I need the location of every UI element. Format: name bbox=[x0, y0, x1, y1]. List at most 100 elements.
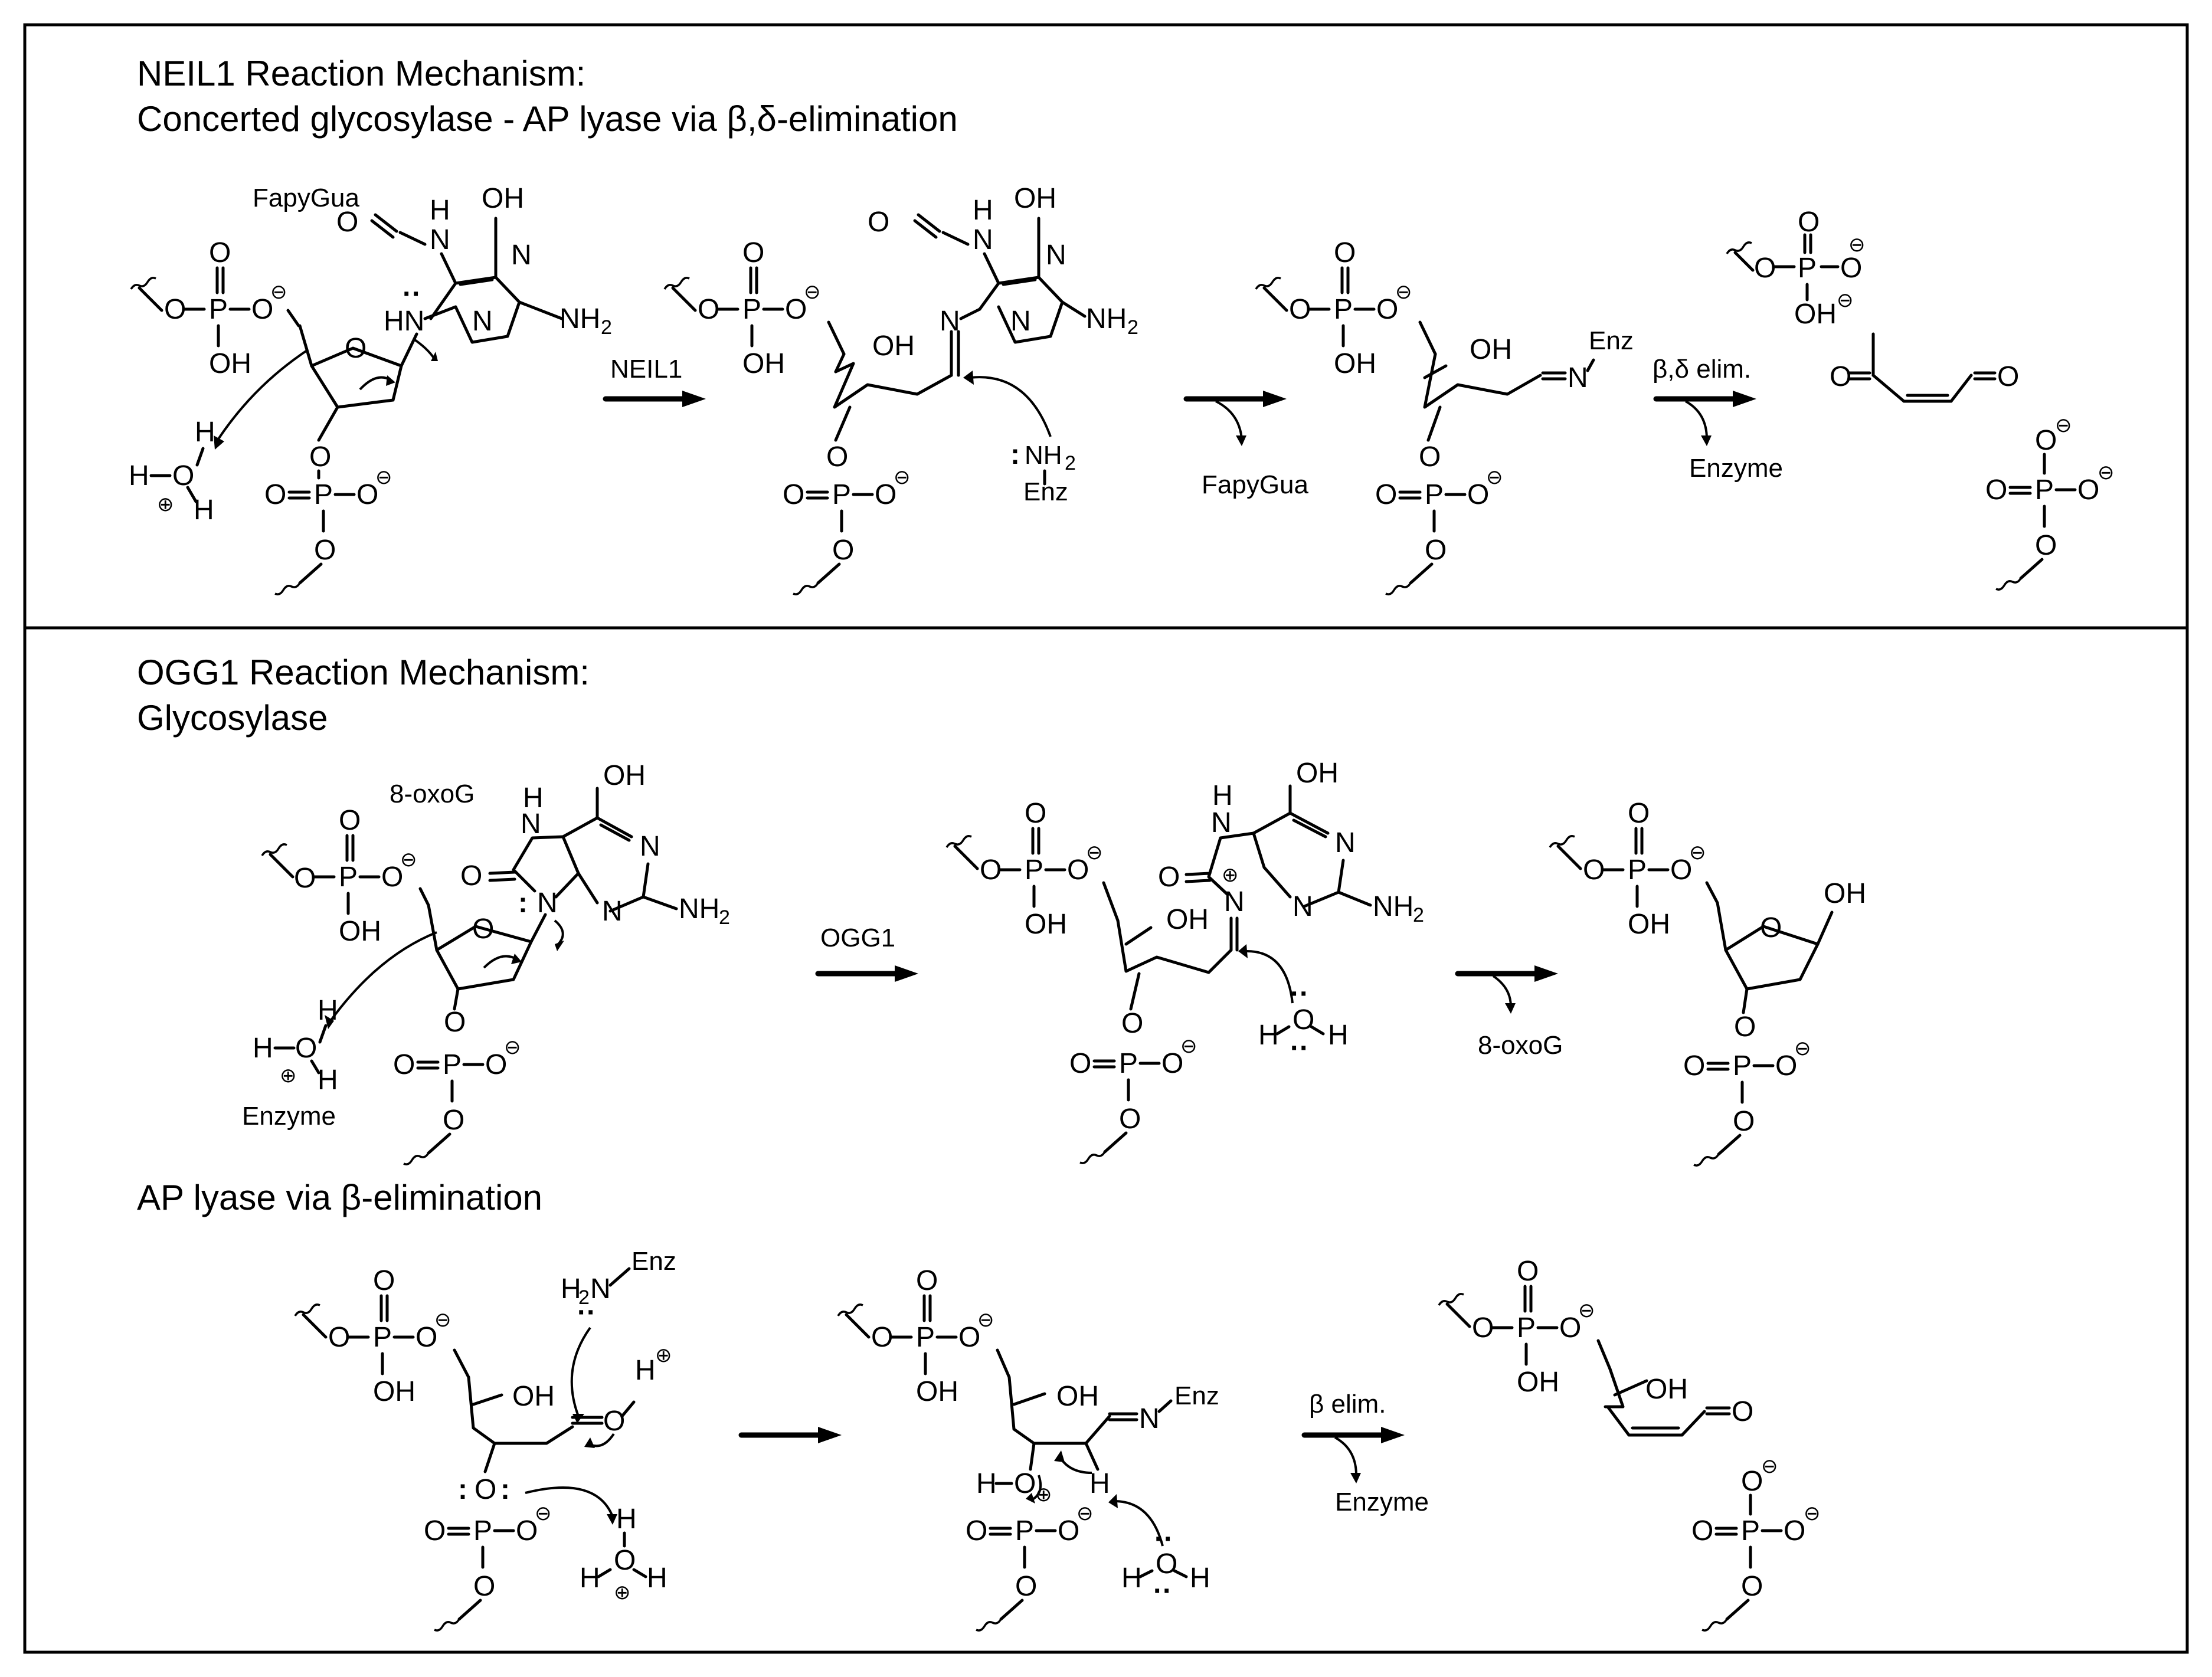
svg-text:P: P bbox=[1798, 253, 1817, 284]
svg-text:N: N bbox=[590, 1273, 611, 1305]
svg-text:N: N bbox=[1292, 891, 1313, 922]
svg-text:··: ·· bbox=[577, 1297, 596, 1328]
svg-text:H: H bbox=[430, 195, 450, 226]
svg-text:H: H bbox=[647, 1563, 667, 1594]
svg-text::: : bbox=[458, 1474, 467, 1505]
svg-text:O: O bbox=[172, 460, 194, 492]
svg-text:OH: OH bbox=[1470, 334, 1512, 365]
svg-text:⊕: ⊕ bbox=[614, 1581, 631, 1604]
svg-text:O: O bbox=[1754, 253, 1776, 284]
svg-text:Enz: Enz bbox=[1174, 1381, 1219, 1410]
svg-text:H: H bbox=[318, 995, 338, 1026]
svg-text:N: N bbox=[1335, 827, 1356, 859]
svg-text:H: H bbox=[1212, 780, 1233, 811]
neil1-arrow-3: β,δ elim. Enzyme bbox=[1653, 355, 1783, 483]
ap-lyase-title: AP lyase via β-elimination bbox=[137, 1178, 542, 1217]
oxog-leaving: 8-oxoG bbox=[1478, 1031, 1563, 1060]
svg-text:O: O bbox=[1830, 361, 1851, 392]
svg-text:H: H bbox=[616, 1504, 637, 1535]
svg-text:⊕: ⊕ bbox=[157, 493, 174, 516]
svg-text:O: O bbox=[871, 1322, 893, 1353]
svg-text:N: N bbox=[472, 306, 493, 337]
svg-text:H: H bbox=[195, 417, 215, 448]
svg-text:N: N bbox=[940, 306, 960, 337]
ogg1-panel bbox=[23, 626, 2189, 1654]
svg-text:O: O bbox=[1798, 207, 1820, 238]
svg-text:H: H bbox=[1258, 1020, 1279, 1051]
ogg1-subtitle: Glycosylase bbox=[137, 698, 328, 738]
neil1-enz: Enz bbox=[1023, 477, 1068, 506]
svg-text:··: ·· bbox=[403, 279, 421, 310]
ogg1-title: OGG1 Reaction Mechanism: bbox=[137, 653, 590, 692]
svg-text:2: 2 bbox=[601, 316, 612, 339]
svg-text:N: N bbox=[973, 224, 993, 256]
svg-text:O: O bbox=[1732, 1396, 1753, 1427]
svg-text:2: 2 bbox=[1127, 316, 1138, 339]
svg-text:⊕: ⊕ bbox=[280, 1064, 297, 1087]
svg-text::: : bbox=[500, 1474, 510, 1505]
fapygua-label: FapyGua bbox=[253, 184, 360, 212]
svg-text:N: N bbox=[1046, 240, 1066, 271]
svg-text:O: O bbox=[309, 441, 331, 473]
svg-text:OH: OH bbox=[1824, 878, 1866, 909]
svg-text:H: H bbox=[635, 1355, 656, 1386]
svg-text:H: H bbox=[318, 1064, 338, 1096]
svg-text:⊕: ⊕ bbox=[1035, 1483, 1052, 1506]
svg-text:⊕: ⊕ bbox=[1222, 864, 1239, 886]
svg-text::: : bbox=[1010, 439, 1020, 470]
svg-text:OH: OH bbox=[1014, 183, 1056, 214]
svg-text:OH: OH bbox=[872, 330, 915, 362]
svg-text:O: O bbox=[475, 1474, 496, 1505]
svg-text:2: 2 bbox=[1065, 452, 1076, 474]
svg-text:O: O bbox=[698, 294, 719, 325]
svg-text:N: N bbox=[602, 896, 623, 927]
ap-site: O O OH O bbox=[1550, 798, 1866, 1165]
svg-text:OH: OH bbox=[1166, 904, 1209, 935]
svg-text:O: O bbox=[1734, 1011, 1756, 1043]
svg-text:H: H bbox=[1328, 1020, 1349, 1051]
svg-text:N: N bbox=[1139, 1403, 1160, 1434]
svg-text:O: O bbox=[826, 441, 848, 473]
svg-text:O: O bbox=[980, 854, 1002, 886]
neil1-arrow: NEIL1 bbox=[606, 355, 706, 407]
svg-text:H: H bbox=[1121, 1563, 1142, 1594]
svg-text:O: O bbox=[1472, 1312, 1494, 1344]
svg-text:O: O bbox=[1583, 854, 1605, 886]
svg-text:OH: OH bbox=[1056, 1381, 1099, 1412]
fapygua-nucleotide: FapyGua O O O HN ·· N H O OH N NH 2 N bbox=[129, 183, 612, 594]
svg-text:OH: OH bbox=[603, 760, 646, 791]
svg-text:2: 2 bbox=[1413, 904, 1424, 926]
enzyme-leaving: Enzyme bbox=[1689, 454, 1783, 483]
svg-text:H: H bbox=[523, 782, 544, 814]
svg-text:OH: OH bbox=[482, 183, 524, 214]
svg-text:O: O bbox=[1419, 441, 1441, 473]
svg-text:N: N bbox=[537, 887, 558, 919]
svg-text:N: N bbox=[1211, 807, 1232, 838]
neil1-subtitle: Concerted glycosylase - AP lyase via β,δ… bbox=[137, 99, 958, 139]
svg-text:OH: OH bbox=[1794, 299, 1837, 330]
svg-text:O: O bbox=[1760, 912, 1782, 944]
ap-enzyme-leaving: Enzyme bbox=[1335, 1488, 1429, 1516]
ap-lyase-arrow-2: β elim. Enzyme bbox=[1304, 1390, 1429, 1516]
svg-text:O: O bbox=[614, 1545, 636, 1576]
neil1-products: O P O O ⊖ OH ⊖ O O bbox=[1726, 207, 2115, 589]
svg-text:O: O bbox=[328, 1322, 350, 1353]
neil1-nh2: NH bbox=[1025, 441, 1062, 470]
svg-text:⊕: ⊕ bbox=[655, 1344, 672, 1367]
svg-text:O: O bbox=[1156, 1548, 1177, 1580]
svg-text:O: O bbox=[295, 1033, 317, 1064]
ap-lyase-intermediate: O OH N Enz H H O ⊕ ·· O H ·· H bbox=[838, 1265, 1219, 1630]
svg-text:2: 2 bbox=[719, 906, 730, 929]
svg-text:N: N bbox=[430, 224, 450, 256]
svg-text:⊖: ⊖ bbox=[1837, 289, 1854, 312]
svg-text:··: ·· bbox=[1153, 1576, 1172, 1607]
svg-text:N: N bbox=[640, 831, 660, 862]
svg-text:O: O bbox=[1158, 862, 1180, 893]
svg-text:OH: OH bbox=[1645, 1374, 1688, 1405]
ap-lyase-arrow bbox=[741, 1427, 842, 1443]
svg-text:NH: NH bbox=[1373, 891, 1413, 922]
ogg1-iminium: O OH O N ⊕ O N H OH N N NH 2 ·· O H bbox=[947, 758, 1424, 1163]
svg-text:··: ·· bbox=[1154, 1524, 1173, 1555]
svg-text:O: O bbox=[1121, 1008, 1143, 1039]
oxog-nucleotide: 8-oxoG O O O : N O N H OH N N NH 2 bbox=[242, 760, 730, 1164]
